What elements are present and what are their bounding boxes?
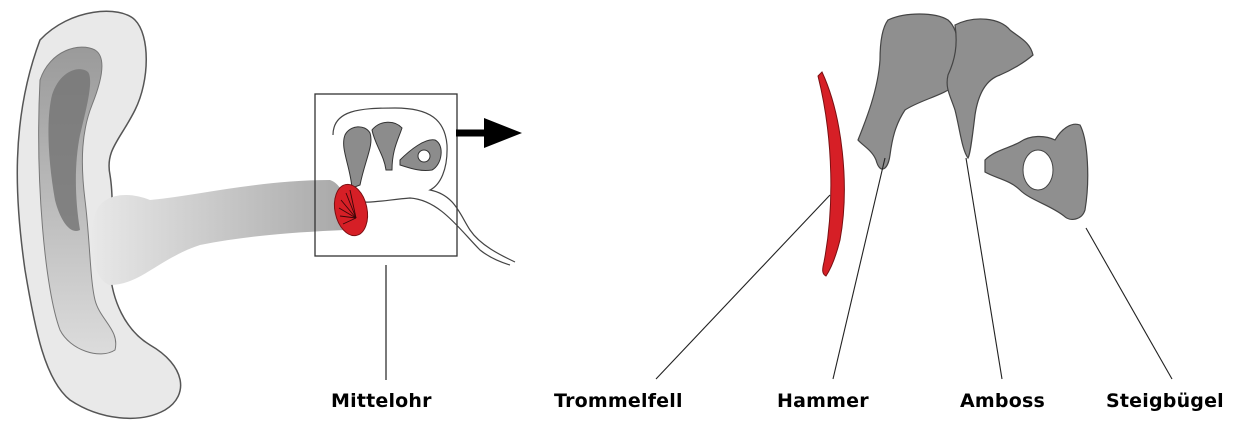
stirrup-hole: [1023, 150, 1053, 190]
anvil-bone: [947, 19, 1033, 158]
small-anvil: [372, 122, 402, 170]
label-steigbuegel: Steigbügel: [1106, 390, 1224, 412]
cavity-inner: [350, 198, 510, 265]
leader-lines: [656, 158, 1172, 379]
small-stirrup-hole: [418, 150, 430, 162]
label-amboss: Amboss: [960, 390, 1045, 412]
trommelfell-leader: [656, 195, 830, 379]
label-trommelfell: Trommelfell: [554, 390, 683, 412]
steigbuegel-leader: [1086, 228, 1172, 379]
amboss-leader: [966, 158, 1002, 379]
ear-canal: [92, 180, 347, 285]
small-hammer: [344, 127, 371, 188]
label-mittelohr: Mittelohr: [331, 390, 432, 412]
eardrum: [818, 72, 844, 276]
zoom-arrow: [456, 118, 522, 148]
hammer-bone: [858, 14, 959, 169]
label-hammer: Hammer: [777, 390, 869, 412]
